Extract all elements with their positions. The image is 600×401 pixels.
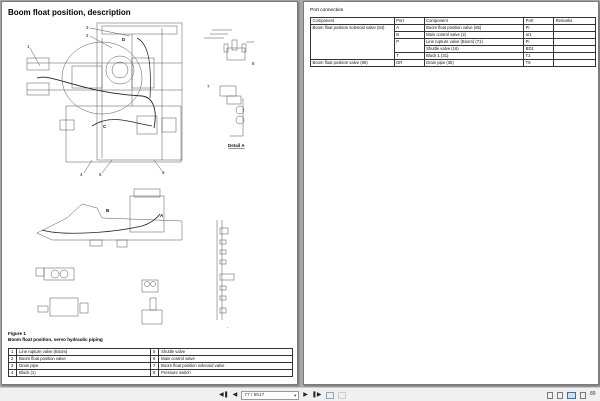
letter-B: B bbox=[106, 208, 110, 213]
figure-title: Boom float position, servo hydraulic pip… bbox=[8, 336, 103, 342]
continuous-page-icon[interactable] bbox=[557, 391, 563, 399]
remarks-cell bbox=[553, 38, 596, 46]
single-page-icon[interactable] bbox=[547, 391, 553, 399]
port-connection-table: Component Port Component Port Remarks Bo… bbox=[310, 17, 596, 67]
port-cell: T2 bbox=[523, 52, 555, 60]
legend-text: Block (1) bbox=[16, 369, 151, 377]
navigation-bar: ◀❚ ◀ 77 / 5517 ▾ ▶ ❚▶ 89 bbox=[0, 387, 600, 401]
component-cell: Drain pipe (35) bbox=[423, 59, 525, 67]
legend-number: 2 bbox=[7, 355, 18, 363]
component-cell: Shuttle valve (16) bbox=[423, 45, 525, 53]
previous-view-icon[interactable] bbox=[325, 391, 334, 399]
callout-5: 5 bbox=[99, 172, 102, 177]
port-cell: T bbox=[393, 52, 425, 60]
column-header: Port bbox=[393, 17, 425, 25]
figure-caption: Figure 1 Boom float position, servo hydr… bbox=[8, 331, 103, 342]
legend-number: 7 bbox=[149, 362, 160, 370]
table-row: 2 Boom float position valve 6 Main contr… bbox=[7, 355, 293, 363]
callout-3: 3 bbox=[86, 25, 89, 30]
hydraulic-diagram: 1 2 3 4 5 6 7 8 D C B A Detail A Detail … bbox=[26, 22, 255, 328]
page-number-value: 77 / 5517 bbox=[244, 392, 265, 398]
component-cell: Line rupture valve (Boom) (71) bbox=[423, 38, 525, 46]
legend-text: Line rupture valve (Boom) bbox=[16, 348, 151, 356]
zoom-level[interactable]: 89 bbox=[590, 391, 596, 397]
previous-page-icon[interactable]: ◀ bbox=[232, 392, 238, 398]
remarks-cell bbox=[553, 59, 596, 67]
legend-text: Boom float position valve bbox=[16, 355, 151, 363]
last-page-icon[interactable]: ❚▶ bbox=[311, 392, 322, 398]
column-header: Remarks bbox=[553, 17, 596, 25]
port-cell: ar1 bbox=[523, 31, 555, 39]
continuous-facing-icon[interactable] bbox=[580, 391, 586, 399]
legend-text: Shuttle valve bbox=[158, 348, 293, 356]
letter-A: A bbox=[160, 213, 164, 218]
legend-number: 8 bbox=[149, 369, 160, 377]
page-layout-buttons bbox=[547, 390, 586, 400]
port-cell: B bbox=[393, 31, 425, 39]
component-cell: Block 1 (31) bbox=[423, 52, 525, 60]
port-cell: Pi bbox=[523, 38, 555, 46]
column-header: Component bbox=[423, 17, 525, 25]
figure-number: Figure 1 bbox=[8, 331, 26, 336]
component-cell: Boom float position valve (85) bbox=[310, 59, 395, 67]
callout-4: 4 bbox=[80, 172, 83, 177]
table-row: Boom float position valve (85) DR Drain … bbox=[310, 59, 596, 67]
column-header: Component bbox=[310, 17, 395, 25]
letter-C: C bbox=[103, 124, 107, 129]
detail-a-label: Detail A bbox=[228, 143, 245, 148]
port-cell: T6 bbox=[523, 59, 555, 67]
legend-number: 5 bbox=[149, 348, 160, 356]
callout-7: 7 bbox=[207, 84, 210, 89]
component-cell: Boom float position solenoid valve (84) bbox=[310, 24, 395, 60]
facing-pages-icon[interactable] bbox=[567, 391, 576, 399]
view-d-label: View D bbox=[224, 327, 239, 328]
table-row: Boom float position solenoid valve (84) … bbox=[310, 24, 596, 60]
callout-6: 6 bbox=[162, 170, 165, 175]
column-header: Port bbox=[523, 17, 555, 25]
page-right: Port connection Component Port Component… bbox=[303, 1, 599, 385]
remarks-cell bbox=[553, 31, 596, 39]
callout-2: 2 bbox=[86, 33, 89, 38]
legend-number: 3 bbox=[7, 362, 18, 370]
port-cell: DR bbox=[393, 59, 425, 67]
legend-number: 6 bbox=[149, 355, 160, 363]
port-cell: BD1 bbox=[523, 45, 555, 53]
legend-text: Pressure switch bbox=[158, 369, 293, 377]
next-view-icon[interactable] bbox=[337, 391, 346, 399]
page-number-input[interactable]: 77 / 5517 ▾ bbox=[241, 390, 300, 400]
page-navigation: ◀❚ ◀ 77 / 5517 ▾ ▶ ❚▶ bbox=[219, 390, 346, 400]
port-cell: P bbox=[393, 38, 425, 53]
page-left: Boom float position, description bbox=[1, 1, 298, 385]
callout-1: 1 bbox=[27, 44, 30, 49]
chevron-down-icon[interactable]: ▾ bbox=[294, 392, 297, 398]
legend-number: 1 bbox=[7, 348, 18, 356]
remarks-cell bbox=[553, 24, 596, 32]
legend-text: Main control valve bbox=[158, 355, 293, 363]
table-header-row: Component Port Component Port Remarks bbox=[310, 17, 596, 25]
document-viewer: Boom float position, description bbox=[0, 0, 600, 387]
legend-text: Drain pipe bbox=[16, 362, 151, 370]
legend-text: Boom float position solenoid valve bbox=[158, 362, 293, 370]
table-row: 3 Drain pipe 7 Boom float position solen… bbox=[7, 362, 293, 370]
legend-number: 4 bbox=[7, 369, 18, 377]
table-row: 1 Line rupture valve (Boom) 5 Shuttle va… bbox=[7, 348, 293, 356]
letter-D: D bbox=[122, 37, 126, 42]
callout-8: 8 bbox=[252, 61, 255, 66]
table-row: 4 Block (1) 8 Pressure switch bbox=[7, 369, 293, 377]
first-page-icon[interactable]: ◀❚ bbox=[219, 392, 229, 398]
next-page-icon[interactable]: ▶ bbox=[303, 392, 308, 398]
component-cell: Main control valve (2) bbox=[423, 31, 525, 39]
port-cell: A bbox=[393, 24, 425, 32]
remarks-cell bbox=[553, 45, 596, 53]
component-cell: Boom float position valve (85) bbox=[423, 24, 525, 32]
page-title: Boom float position, description bbox=[8, 8, 131, 17]
legend-table: 1 Line rupture valve (Boom) 5 Shuttle va… bbox=[7, 348, 293, 377]
port-cell: Pi bbox=[523, 24, 555, 32]
remarks-cell bbox=[553, 52, 596, 60]
section-title: Port connection bbox=[310, 8, 344, 13]
